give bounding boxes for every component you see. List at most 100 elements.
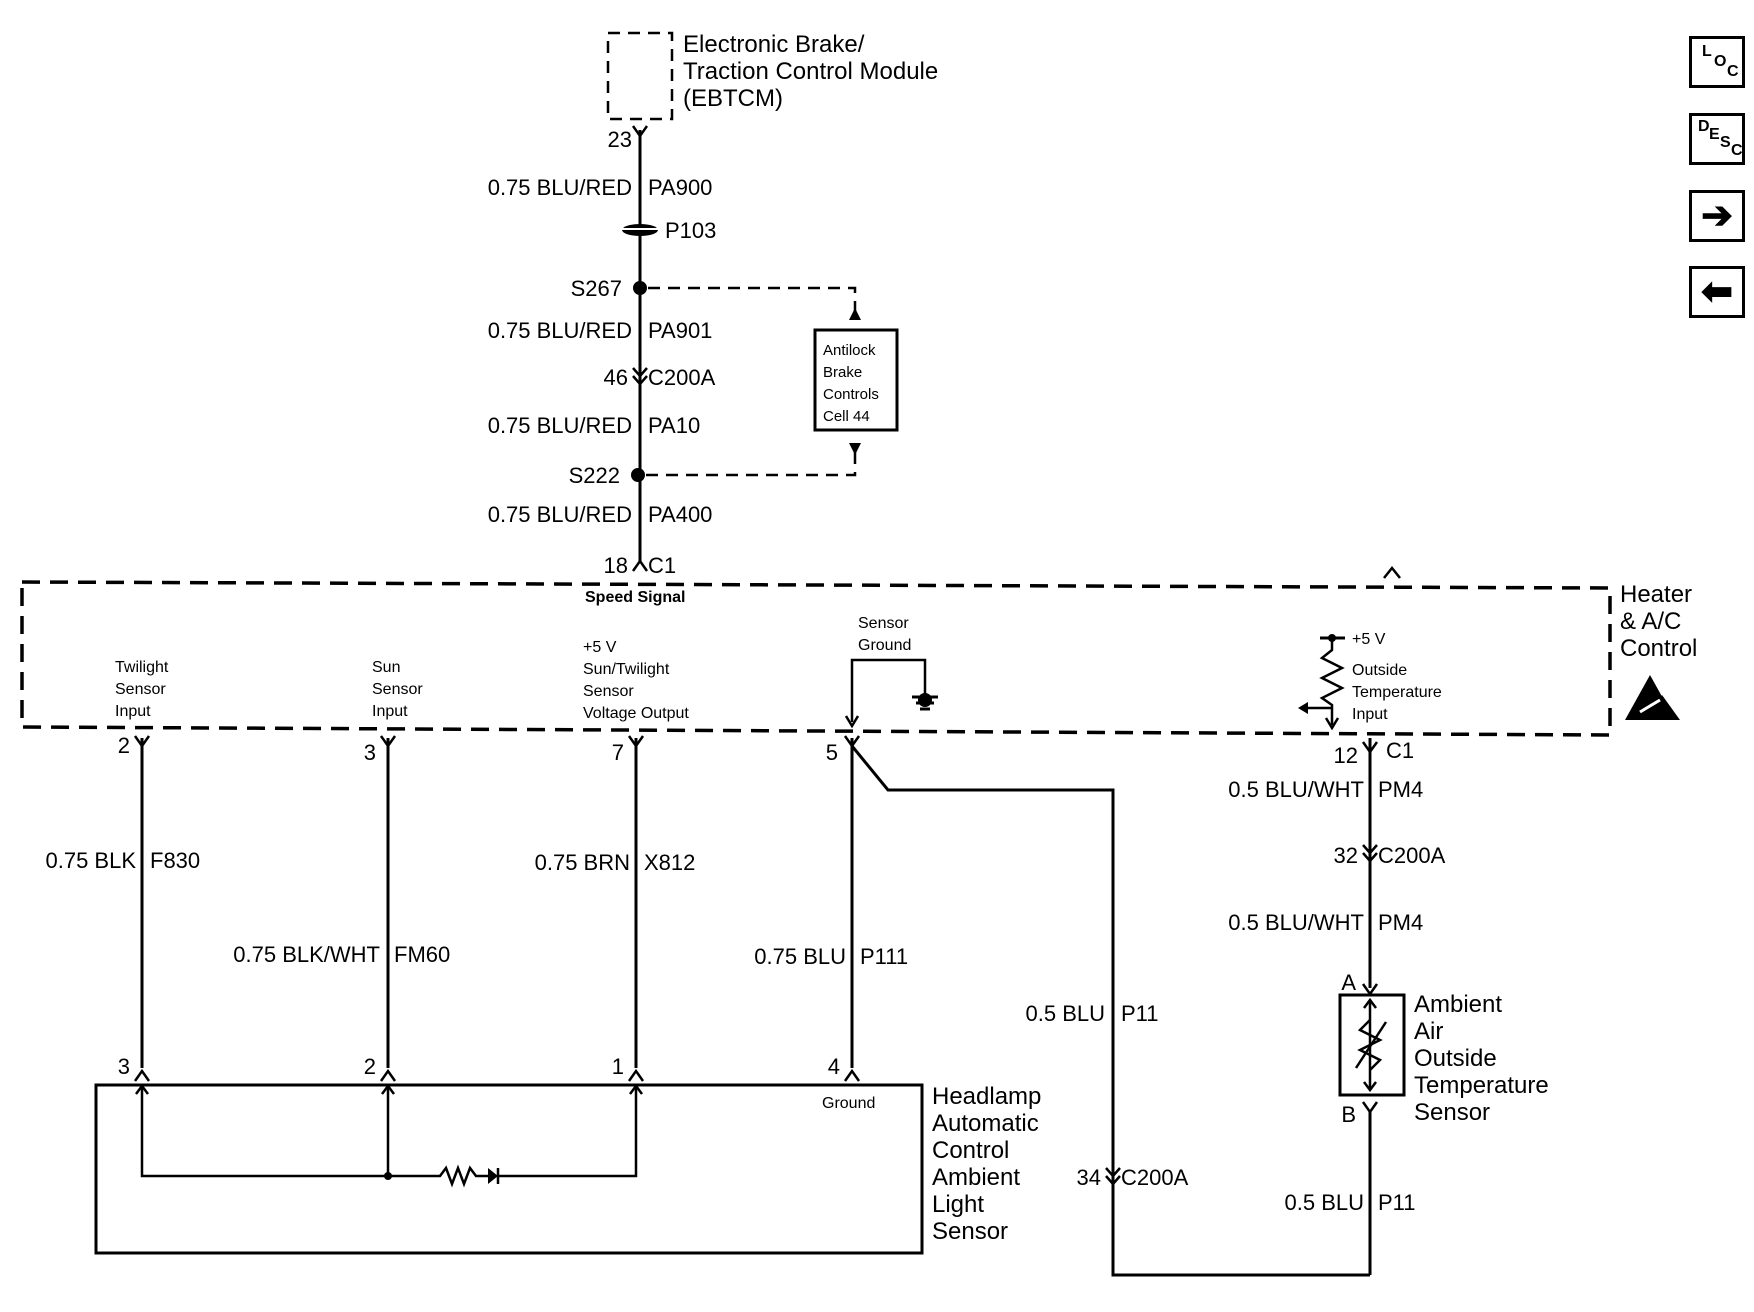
- splice-s222-dot: [631, 468, 645, 482]
- desc-letter-e: E: [1709, 126, 1720, 143]
- outside-temp-5v-label: +5 V: [1352, 631, 1386, 648]
- sensor-ground-label-2: Ground: [858, 637, 911, 654]
- wire-pm4-bot-gauge: 0.5 BLU/WHT: [1228, 910, 1364, 935]
- ebtcm-module: Electronic Brake/ Traction Control Modul…: [606, 31, 938, 121]
- wire-p11-right-circuit: P11: [1378, 1190, 1416, 1215]
- voltage-output-label-1: +5 V: [583, 639, 617, 656]
- wire-p11-right-gauge: 0.5 BLU: [1285, 1190, 1365, 1215]
- twilight-input-label-3: Input: [115, 703, 151, 720]
- sensor-ground-text: Ground: [822, 1095, 875, 1112]
- p103-connector: [618, 224, 662, 236]
- ebtcm-label-2: Traction Control Module: [683, 58, 938, 85]
- sensor-pin-2: 2: [364, 1054, 376, 1079]
- antilock-brake-reference: Antilock Brake Controls Cell 44: [813, 328, 899, 432]
- c200a-pin-46: 46: [604, 365, 628, 390]
- hvac-control-module: Heater & A/C Control Speed Signal Twilig…: [20, 565, 1697, 737]
- outside-temp-label-2: Temperature: [1352, 684, 1442, 701]
- wire-f830-circuit: F830: [150, 848, 200, 873]
- wire-pa901-gauge: 0.75 BLU/RED: [488, 318, 632, 343]
- headlamp-label-3: Control: [932, 1137, 1009, 1164]
- speed-signal-label: Speed Signal: [585, 589, 685, 606]
- ambient-label-2: Air: [1414, 1018, 1443, 1045]
- ebtcm-label-1: Electronic Brake/: [683, 31, 865, 58]
- ambient-label-4: Temperature: [1414, 1072, 1549, 1099]
- sensor-pin-3: 3: [118, 1054, 130, 1079]
- splice-s267-label: S267: [571, 276, 622, 301]
- antilock-label-1: Antilock: [823, 342, 876, 359]
- hvac-label-1: Heater: [1620, 581, 1692, 608]
- wire-pa400-circuit: PA400: [648, 502, 712, 527]
- antilock-label-2: Brake: [823, 364, 862, 381]
- voltage-output-label-4: Voltage Output: [583, 705, 689, 722]
- desc-letter-s: S: [1720, 134, 1731, 151]
- wire-pa10-circuit: PA10: [648, 413, 700, 438]
- headlamp-label-2: Automatic: [932, 1110, 1039, 1137]
- ambient-label-5: Sensor: [1414, 1099, 1490, 1126]
- twilight-input-label-1: Twilight: [115, 659, 169, 676]
- wire-x812-gauge: 0.75 BRN: [535, 850, 630, 875]
- antilock-label-3: Controls: [823, 386, 879, 403]
- sensor-ground-label-1: Sensor: [858, 615, 909, 632]
- loc-letter-c: C: [1727, 63, 1739, 80]
- loc-button[interactable]: L O C: [1689, 36, 1745, 88]
- sensor-pin-1: 1: [612, 1054, 624, 1079]
- headlamp-label-6: Sensor: [932, 1218, 1008, 1245]
- hvac-pin-5: 5: [826, 740, 838, 765]
- headlamp-label-4: Ambient: [932, 1164, 1020, 1191]
- wire-pa901-circuit: PA901: [648, 318, 712, 343]
- wire-fm60-gauge: 0.75 BLK/WHT: [233, 942, 380, 967]
- hvac-output-wires: 2 0.75 BLK F830 3 0.75 BLK/WHT FM60 7 0.…: [45, 733, 1446, 1277]
- wire-pa900-circuit: PA900: [648, 175, 712, 200]
- sensor-pin-a: A: [1341, 970, 1356, 995]
- ambient-temp-sensor: A B Ambient Air Outside Temperature Sens…: [1338, 970, 1549, 1127]
- p103-label: P103: [665, 218, 716, 243]
- ambient-label-3: Outside: [1414, 1045, 1497, 1072]
- ambient-label-1: Ambient: [1414, 991, 1502, 1018]
- next-button[interactable]: ➔: [1689, 190, 1745, 242]
- speed-signal-circuit: 23 0.75 BLU/RED PA900 P103 S267 0.75 BLU…: [488, 124, 861, 578]
- wire-pa400-gauge: 0.75 BLU/RED: [488, 502, 632, 527]
- wire-pa10-gauge: 0.75 BLU/RED: [488, 413, 632, 438]
- headlamp-label-5: Light: [932, 1191, 984, 1218]
- hvac-pin-12: 12: [1334, 743, 1358, 768]
- hvac-pin-7: 7: [612, 740, 624, 765]
- hvac-pin-2: 2: [118, 733, 130, 758]
- wire-pm4-bot-circuit: PM4: [1378, 910, 1423, 935]
- antilock-label-4: Cell 44: [823, 408, 870, 425]
- splice-s222-label: S222: [569, 463, 620, 488]
- c1-label-top: C1: [648, 553, 676, 578]
- ebtcm-pin-23: 23: [608, 127, 632, 152]
- esd-warning-icon: [1625, 675, 1680, 720]
- hvac-pin-3: 3: [364, 740, 376, 765]
- wire-pa900-gauge: 0.75 BLU/RED: [488, 175, 632, 200]
- twilight-input-label-2: Sensor: [115, 681, 166, 698]
- sun-input-label-2: Sensor: [372, 681, 423, 698]
- c1-pin-18: 18: [604, 553, 628, 578]
- hvac-label-3: Control: [1620, 635, 1697, 662]
- c200a-mid-label: C200A: [1121, 1165, 1189, 1190]
- wire-p11-mid-gauge: 0.5 BLU: [1026, 1001, 1106, 1026]
- hvac-label-2: & A/C: [1620, 608, 1681, 635]
- c200a-right-label: C200A: [1378, 843, 1446, 868]
- splice-s267-dot: [633, 281, 647, 295]
- outside-temp-label-1: Outside: [1352, 662, 1407, 679]
- wire-pm4-top-circuit: PM4: [1378, 777, 1423, 802]
- c200a-right-pin: 32: [1334, 843, 1358, 868]
- wire-pm4-top-gauge: 0.5 BLU/WHT: [1228, 777, 1364, 802]
- arrow-right-icon: ➔: [1701, 195, 1733, 237]
- wire-x812-circuit: X812: [644, 850, 695, 875]
- ebtcm-label-3: (EBTCM): [683, 85, 783, 112]
- desc-letter-d: D: [1698, 118, 1710, 135]
- c200a-mid-pin: 34: [1077, 1165, 1101, 1190]
- arrow-left-icon: ⬅: [1701, 271, 1733, 313]
- wire-p111-gauge: 0.75 BLU: [754, 944, 846, 969]
- wire-fm60-circuit: FM60: [394, 942, 450, 967]
- loc-letter-o: O: [1714, 53, 1727, 70]
- desc-button[interactable]: D E S C: [1689, 113, 1745, 165]
- c1-label-right: C1: [1386, 738, 1414, 763]
- prev-button[interactable]: ⬅: [1689, 266, 1745, 318]
- c200a-label-top: C200A: [648, 365, 716, 390]
- voltage-output-label-3: Sensor: [583, 683, 634, 700]
- wire-f830-gauge: 0.75 BLK: [45, 848, 136, 873]
